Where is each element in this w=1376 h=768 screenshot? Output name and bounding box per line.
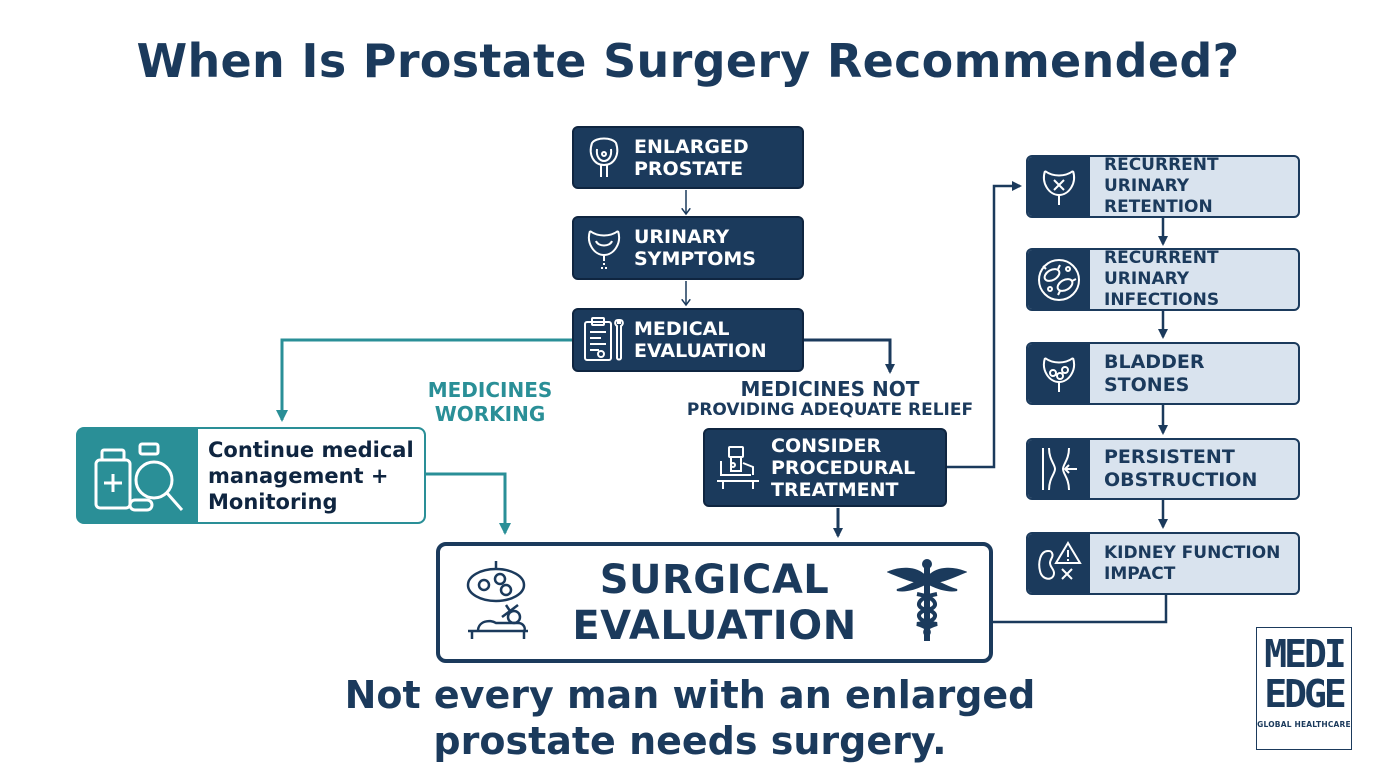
arrow-procedural-to-indications	[947, 181, 1022, 469]
indication-persistent-obstruction: PERSISTENT OBSTRUCTION	[1026, 438, 1300, 500]
arrow-to-procedural	[803, 338, 895, 374]
node-surgical-evaluation: SURGICAL EVALUATION	[436, 542, 993, 663]
bladder-retention-icon	[1028, 157, 1090, 216]
logo-tagline: GLOBAL HEALTHCARE	[1257, 720, 1351, 729]
continue-management-text: Continue medical management + Monitoring	[198, 429, 424, 522]
medicine-bottle-icon	[78, 429, 198, 522]
prostate-icon	[574, 128, 634, 187]
surgical-line1: SURGICAL	[599, 556, 830, 603]
indication-label: RECURRENT URINARY RETENTION	[1104, 155, 1219, 217]
node-enlarged-prostate: ENLARGED PROSTATE	[572, 126, 804, 189]
kidney-warning-icon	[1028, 534, 1090, 593]
indication-label: RECURRENT URINARY INFECTIONS	[1104, 248, 1220, 310]
surgical-lamp-icon	[462, 559, 542, 647]
arrow-to-continue-management	[276, 338, 572, 422]
footer-line2: prostate needs surgery.	[433, 719, 947, 763]
indication-kidney-function: KIDNEY FUNCTION IMPACT	[1026, 532, 1300, 595]
indication-urinary-retention: RECURRENT URINARY RETENTION	[1026, 155, 1300, 218]
bladder-stones-icon	[1028, 344, 1090, 403]
footer-line1: Not every man with an enlarged	[344, 673, 1036, 717]
bacteria-icon	[1028, 250, 1090, 309]
page-title: When Is Prostate Surgery Recommended?	[136, 34, 1240, 88]
logo: MEDI EDGE GLOBAL HEALTHCARE	[1256, 627, 1352, 750]
branch-label-medicines-working: MEDICINES WORKING	[427, 378, 553, 426]
indication-urinary-infections: RECURRENT URINARY INFECTIONS	[1026, 248, 1300, 311]
logo-line1: MEDI	[1264, 632, 1346, 676]
node-procedural-treatment: CONSIDER PROCEDURAL TREATMENT	[703, 428, 947, 507]
logo-line2: EDGE	[1264, 672, 1346, 716]
arrow-kidney-to-surgical	[948, 595, 1168, 627]
caduceus-icon	[886, 558, 968, 648]
branch-label-not-working-line1: MEDICINES NOT	[740, 377, 920, 401]
surgical-line2: EVALUATION	[572, 602, 857, 649]
branch-label-not-working-line2: PROVIDING ADEQUATE RELIEF	[686, 400, 974, 420]
procedure-icon	[705, 430, 771, 505]
node-label: URINARY SYMPTOMS	[634, 226, 756, 270]
node-label: MEDICAL EVALUATION	[634, 318, 767, 362]
node-label: CONSIDER PROCEDURAL TREATMENT	[771, 434, 916, 501]
bladder-icon	[574, 218, 634, 278]
node-label: ENLARGED PROSTATE	[634, 135, 749, 180]
indication-label: PERSISTENT OBSTRUCTION	[1104, 446, 1258, 491]
arrow-continue-to-surgical	[426, 472, 511, 535]
footer-message: Not every man with an enlarged prostate …	[300, 672, 1080, 764]
clipboard-icon	[574, 310, 634, 370]
surgical-evaluation-text: SURGICAL EVALUATION	[572, 557, 856, 649]
indication-bladder-stones: BLADDER STONES	[1026, 342, 1300, 405]
indication-label: BLADDER STONES	[1104, 350, 1205, 396]
node-medical-evaluation: MEDICAL EVALUATION	[572, 308, 804, 372]
indication-label: KIDNEY FUNCTION IMPACT	[1104, 542, 1281, 584]
node-continue-management: Continue medical management + Monitoring	[76, 427, 426, 524]
obstruction-icon	[1028, 440, 1090, 498]
node-urinary-symptoms: URINARY SYMPTOMS	[572, 216, 804, 280]
